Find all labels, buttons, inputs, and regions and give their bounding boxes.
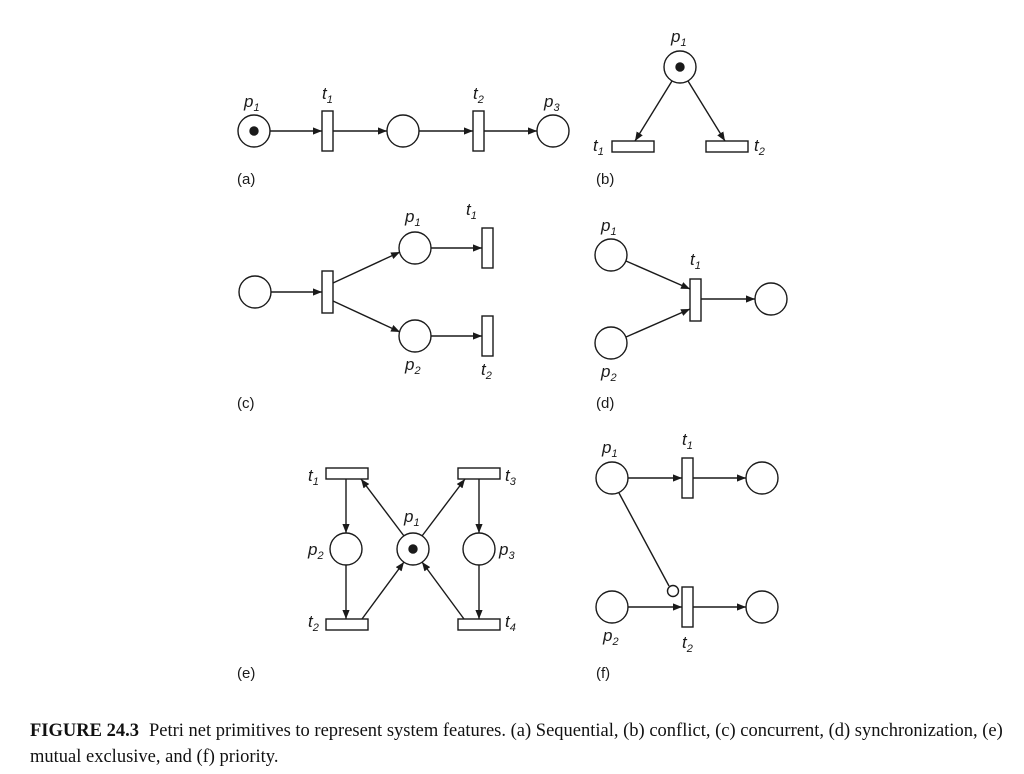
label-t4: t4 — [505, 612, 516, 634]
arc — [421, 478, 466, 537]
transition-t4 — [457, 618, 501, 631]
token — [249, 126, 259, 136]
panel-d-synchronization — [594, 238, 788, 360]
transition-t1 — [681, 457, 694, 499]
place-p1 — [595, 461, 629, 495]
panel-tag-b: (b) — [596, 171, 614, 188]
caption-text: Petri net primitives to represent system… — [30, 721, 1003, 767]
label-t1: t1 — [690, 250, 701, 272]
arc — [332, 251, 401, 284]
place-p2 — [329, 532, 363, 566]
place-p2 — [595, 590, 629, 624]
transition-t2 — [481, 315, 494, 357]
label-p2: p2 — [404, 355, 421, 377]
place — [745, 461, 779, 495]
transition-t1 — [611, 140, 655, 153]
label-p1: p1 — [403, 507, 420, 529]
place-p1 — [398, 231, 432, 265]
panel-tag-c: (c) — [237, 395, 255, 412]
panel-b-conflict — [611, 50, 749, 153]
place — [745, 590, 779, 624]
arc — [421, 561, 465, 620]
panel-c-concurrent — [238, 227, 494, 357]
label-t1: t1 — [466, 200, 477, 222]
panel-tag-e: (e) — [237, 665, 255, 682]
transition-t1 — [325, 467, 369, 480]
inhibitor-arc — [618, 492, 670, 587]
arc — [625, 308, 691, 338]
transition-t1 — [481, 227, 494, 269]
transition-t3 — [457, 467, 501, 480]
arc — [687, 80, 726, 142]
label-t2: t2 — [754, 136, 765, 158]
label-t3: t3 — [505, 466, 517, 488]
place — [238, 275, 272, 309]
transition-t2 — [681, 586, 694, 628]
figure-number: FIGURE 24.3 — [30, 721, 139, 741]
label-t1: t1 — [308, 466, 319, 488]
label-t2: t2 — [473, 84, 484, 106]
panel-tag-a: (a) — [237, 171, 255, 188]
label-t2: t2 — [308, 612, 319, 634]
transition-t1 — [321, 110, 334, 152]
panel-a-sequential — [237, 110, 570, 152]
label-t2: t2 — [682, 633, 693, 655]
label-p1: p1 — [600, 216, 617, 238]
panel-tag-d: (d) — [596, 395, 614, 412]
label-p1: p1 — [670, 27, 687, 49]
label-p2: p2 — [600, 362, 617, 384]
label-p1: p1 — [404, 207, 421, 229]
token — [408, 544, 418, 554]
place-p2 — [594, 326, 628, 360]
label-t2: t2 — [481, 360, 492, 382]
inhibitor-circle — [666, 584, 680, 598]
petri-net-figure: p1 t1 t2 p3 (a) p1 t1 t2 (b) p1 t1 p2 t2… — [237, 27, 788, 682]
transition-t2 — [705, 140, 749, 153]
label-t1: t1 — [593, 136, 604, 158]
token — [675, 62, 685, 72]
place — [386, 114, 420, 148]
place-p3 — [462, 532, 496, 566]
arc — [332, 300, 401, 333]
transition — [321, 270, 334, 314]
arc — [634, 80, 673, 142]
transition-t1 — [689, 278, 702, 322]
label-p2: p2 — [307, 540, 324, 562]
label-t1: t1 — [682, 430, 693, 452]
place-p1 — [594, 238, 628, 272]
panel-e-mutual-exclusive — [325, 467, 501, 631]
label-p3: p3 — [498, 540, 515, 562]
place — [754, 282, 788, 316]
transition-t2 — [325, 618, 369, 631]
place-p2 — [398, 319, 432, 353]
label-p1: p1 — [243, 92, 260, 114]
label-t1: t1 — [322, 84, 333, 106]
arc — [361, 561, 405, 620]
label-p1: p1 — [601, 438, 618, 460]
label-p2: p2 — [602, 626, 619, 648]
arc — [625, 260, 691, 290]
panel-f-priority — [595, 457, 779, 628]
panel-tag-f: (f) — [596, 665, 610, 682]
label-p3: p3 — [543, 92, 560, 114]
place-p3 — [536, 114, 570, 148]
arc — [360, 478, 405, 537]
transition-t2 — [472, 110, 485, 152]
